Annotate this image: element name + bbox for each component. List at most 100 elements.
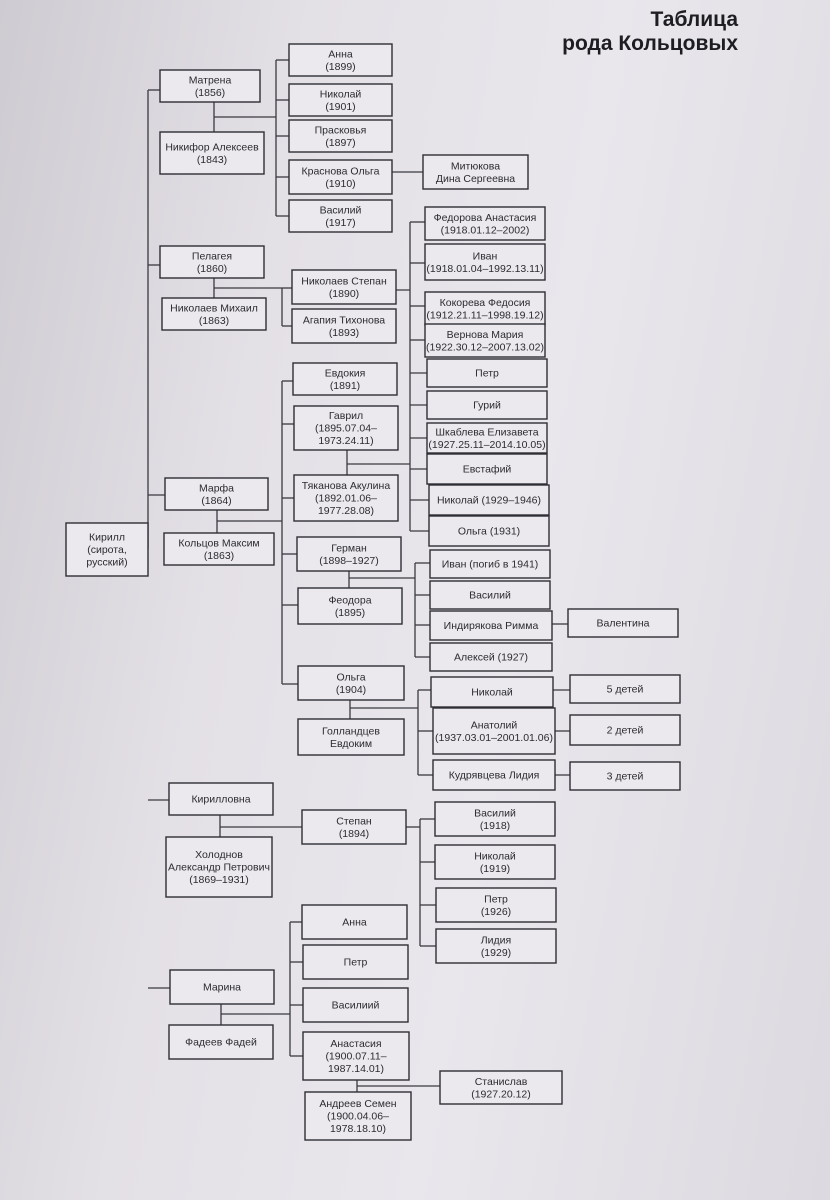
person-box-petr1926: Петр(1926) xyxy=(435,887,557,923)
person-box-text: (1864) xyxy=(201,495,231,507)
person-box-text: Фадеев Фадей xyxy=(185,1037,257,1049)
person-box-vasiliy1917: Василий(1917) xyxy=(288,199,393,233)
person-box-text: Дина Сергеевна xyxy=(436,173,515,185)
person-box-stanislav: Станислав(1927.20.12) xyxy=(439,1070,563,1105)
person-box-frame xyxy=(288,159,393,195)
person-box-text: (1863) xyxy=(199,315,229,327)
person-box-vasiliy1918: Василий(1918) xyxy=(434,801,556,837)
person-box-petr_m: Петр xyxy=(302,944,409,980)
person-box-text: Гурий xyxy=(473,400,501,412)
person-box-evstafiy: Евстафий xyxy=(426,453,548,485)
person-box-text: Марфа xyxy=(199,482,234,494)
person-box-text: Николаев Степан xyxy=(301,275,387,287)
person-box-text: Лидия xyxy=(481,934,511,946)
person-box-matrena: Матрена(1856) xyxy=(159,69,261,103)
person-box-agapiya: Агапия Тихонова(1893) xyxy=(291,308,397,344)
person-box-vasiliy_g: Василий xyxy=(429,580,551,610)
person-box-frame xyxy=(304,1091,412,1141)
person-box-text: (1901) xyxy=(325,101,355,113)
person-box-frame xyxy=(297,718,405,756)
person-box-text: Петр xyxy=(475,368,499,380)
person-box-text: Гаврил xyxy=(329,410,363,422)
person-box-vernova: Вернова Мария(1922.30.12–2007.13.02) xyxy=(424,323,546,358)
person-box-text: (1863) xyxy=(204,550,234,562)
person-box-andreev: Андреев Семен(1900.04.06–1978.18.10) xyxy=(304,1091,412,1141)
person-box-gavril: Гаврил(1895.07.04–1973.24.11) xyxy=(293,405,399,451)
person-box-text: Ольга xyxy=(336,671,365,683)
person-box-lidiya1929: Лидия(1929) xyxy=(435,928,557,964)
person-box-frame xyxy=(296,536,402,572)
person-box-text: Евстафий xyxy=(463,464,512,476)
person-box-anastasiya: Анастасия(1900.07.11–1987.14.01) xyxy=(302,1031,410,1081)
person-box-frame xyxy=(159,245,265,279)
person-box-text: (1899) xyxy=(325,61,355,73)
person-box-text: Кирилловна xyxy=(191,794,250,806)
person-box-text: Пелагея xyxy=(192,250,232,262)
person-box-olga1904: Ольга(1904) xyxy=(297,665,405,701)
person-box-text: (1918.01.04–1992.13.11) xyxy=(426,263,543,275)
person-box-text: (1919) xyxy=(480,863,510,875)
person-box-frame xyxy=(434,844,556,880)
person-box-frame xyxy=(428,515,550,547)
person-box-text: Матрена xyxy=(189,74,232,86)
person-box-text: Николай xyxy=(320,88,362,100)
person-box-text: русский) xyxy=(86,557,127,569)
person-box-text: Александр Петрович xyxy=(168,862,270,874)
person-box-text: Холоднов xyxy=(195,849,243,861)
person-box-fadeev: Фадеев Фадей xyxy=(168,1024,274,1060)
person-box-frame xyxy=(168,782,274,816)
person-box-text: Андреев Семен xyxy=(319,1098,396,1110)
person-box-feodora: Феодора(1895) xyxy=(297,587,403,625)
person-box-text: (1860) xyxy=(197,263,227,275)
person-box-text: 5 детей xyxy=(607,684,644,696)
person-box-text: Краснова Ольга xyxy=(302,165,380,177)
person-box-text: 1977.28.08) xyxy=(318,505,374,517)
person-box-text: (1895.07.04– xyxy=(315,423,377,435)
person-box-evdokiya: Евдокия(1891) xyxy=(292,362,398,396)
person-box-text: Анатолий xyxy=(471,719,518,731)
person-box-frame xyxy=(426,453,548,485)
person-box-text: Петр xyxy=(344,957,368,969)
person-box-text: Феодора xyxy=(328,594,371,606)
person-box-frame xyxy=(434,801,556,837)
person-box-text: Голландцев xyxy=(322,725,380,737)
person-box-kudryavtseva: Кудрявцева Лидия xyxy=(432,759,556,791)
person-box-nikolai1901: Николай(1901) xyxy=(288,83,393,117)
person-box-kirillovna: Кирилловна xyxy=(168,782,274,816)
person-box-nikolai1919: Николай(1919) xyxy=(434,844,556,880)
person-box-text: Ольга (1931) xyxy=(458,526,520,538)
person-box-text: (1900.07.11– xyxy=(325,1051,386,1063)
person-box-frame xyxy=(435,928,557,964)
person-box-text: Митюкова xyxy=(451,160,500,172)
person-box-frame xyxy=(422,154,529,190)
person-box-text: Кольцов Максим xyxy=(178,537,259,549)
person-box-frame xyxy=(159,69,261,103)
person-box-text: (1929) xyxy=(481,947,511,959)
person-box-frame xyxy=(302,944,409,980)
person-box-tyakanova: Тяканова Акулина(1892.01.06–1977.28.08) xyxy=(293,474,399,522)
person-box-frame xyxy=(429,549,551,579)
person-box-kokoreva: Кокорева Федосия(1912.21.11–1998.19.12) xyxy=(424,291,546,326)
person-box-text: Евдокия xyxy=(325,367,366,379)
person-box-frame xyxy=(164,477,269,511)
person-box-text: (1926) xyxy=(481,906,511,918)
person-box-text: (1856) xyxy=(195,87,225,99)
person-box-frame xyxy=(292,362,398,396)
person-box-text: (1904) xyxy=(336,684,366,696)
person-box-text: (1927.20.12) xyxy=(471,1088,531,1100)
person-box-text: (1912.21.11–1998.19.12) xyxy=(426,309,543,321)
person-box-text: Кокорева Федосия xyxy=(440,297,531,309)
person-box-kirill: Кирилл(сирота,русский) xyxy=(65,522,149,577)
person-box-frame xyxy=(169,969,275,1005)
person-box-frame xyxy=(428,484,550,516)
person-box-text: Василий xyxy=(474,807,516,819)
person-box-frame xyxy=(439,1070,563,1105)
person-box-indiryakova: Индирякова Римма xyxy=(429,610,553,641)
person-box-text: (1894) xyxy=(339,828,369,840)
person-box-text: Вернова Мария xyxy=(447,329,524,341)
person-box-text: Иван xyxy=(473,250,498,262)
person-box-aleksei1927: Алексей (1927) xyxy=(429,642,553,672)
person-box-frame xyxy=(293,405,399,451)
